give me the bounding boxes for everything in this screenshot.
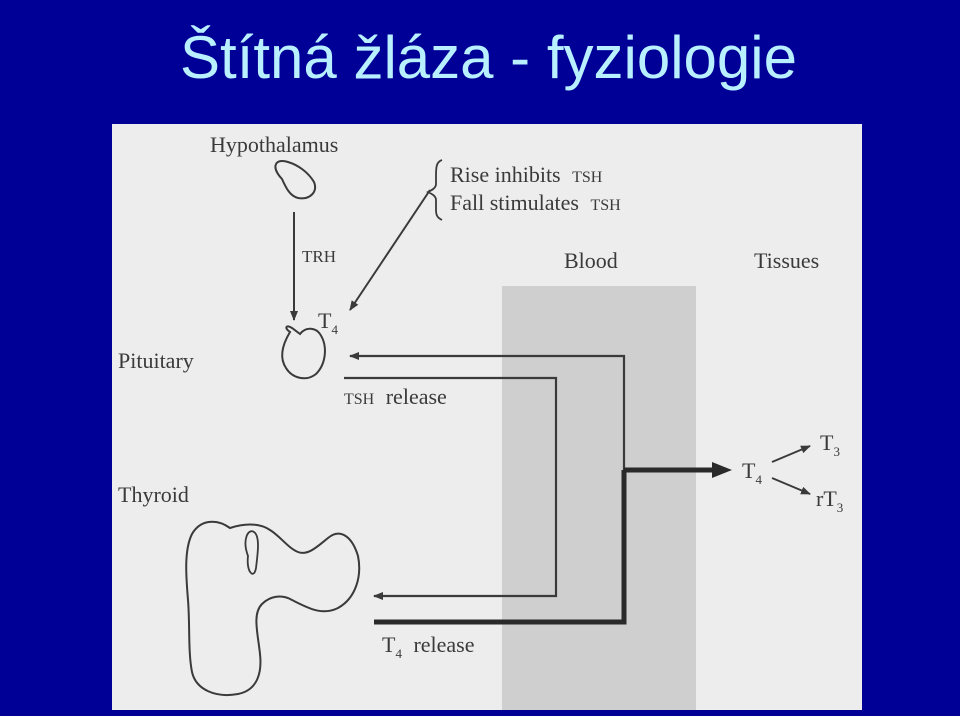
feedback-rise-hormone: TSH bbox=[572, 169, 603, 186]
t4-pituitary-main: T bbox=[318, 308, 332, 333]
t4-feedback-path bbox=[349, 352, 626, 470]
t3-label: T3 bbox=[820, 430, 840, 459]
t4-release-label: T4 release bbox=[382, 632, 475, 663]
rt3-label: rT3 bbox=[816, 486, 843, 515]
tsh-release-hormone: TSH bbox=[344, 391, 375, 408]
pituitary-label: Pituitary bbox=[118, 348, 194, 373]
slide-title: Štítná žláza - fyziologie bbox=[180, 24, 797, 91]
blood-label: Blood bbox=[564, 248, 618, 273]
t4-release-main: T bbox=[382, 632, 396, 657]
t3-main: T bbox=[820, 430, 834, 455]
feedback-arrow bbox=[349, 189, 431, 311]
blood-region bbox=[502, 286, 696, 710]
t4-release-word: release bbox=[413, 632, 474, 657]
trh-label: TRH bbox=[302, 247, 336, 266]
feedback-fall-hormone: TSH bbox=[590, 197, 621, 214]
diagram-canvas: Hypothalamus Rise inhibits TSH Fall stim… bbox=[118, 132, 843, 710]
feedback-fall-main: Fall stimulates bbox=[450, 190, 579, 215]
hypothalamus-shape bbox=[274, 160, 316, 200]
tissues-label: Tissues bbox=[754, 248, 819, 273]
t4-to-t3-arrow bbox=[771, 445, 811, 463]
thyroid-shape bbox=[185, 520, 361, 696]
t3-sub: 3 bbox=[833, 444, 840, 459]
thyroid-label: Thyroid bbox=[118, 482, 189, 507]
t4-to-rt3-arrow bbox=[771, 477, 811, 495]
t4-tissue-main: T bbox=[742, 458, 756, 483]
rt3-sub: 3 bbox=[837, 500, 844, 515]
t4-release-sub: 4 bbox=[395, 646, 402, 661]
feedback-bracket bbox=[425, 159, 443, 221]
t4-to-tissues-arrowhead bbox=[712, 462, 732, 478]
tsh-release-main: release bbox=[386, 384, 447, 409]
pituitary-shape bbox=[281, 325, 326, 380]
tsh-release-label: TSH release bbox=[344, 384, 447, 409]
t4-pituitary-sub: 4 bbox=[331, 322, 338, 337]
rt3-main: rT bbox=[816, 486, 837, 511]
t4-tissue-label: T4 bbox=[742, 458, 762, 487]
feedback-rise-label: Rise inhibits TSH bbox=[450, 162, 603, 187]
feedback-rise-main: Rise inhibits bbox=[450, 162, 561, 187]
feedback-fall-label: Fall stimulates TSH bbox=[450, 190, 621, 215]
tsh-release-path bbox=[344, 376, 558, 600]
t4-tissue-sub: 4 bbox=[755, 472, 762, 487]
t4-pituitary-label: T4 bbox=[318, 308, 338, 337]
thyroid-isthmus-lobe bbox=[244, 530, 259, 575]
hypothalamus-label: Hypothalamus bbox=[210, 132, 338, 157]
t4-release-path bbox=[374, 470, 627, 625]
thyroid-physiology-diagram: Hypothalamus Rise inhibits TSH Fall stim… bbox=[112, 124, 862, 710]
